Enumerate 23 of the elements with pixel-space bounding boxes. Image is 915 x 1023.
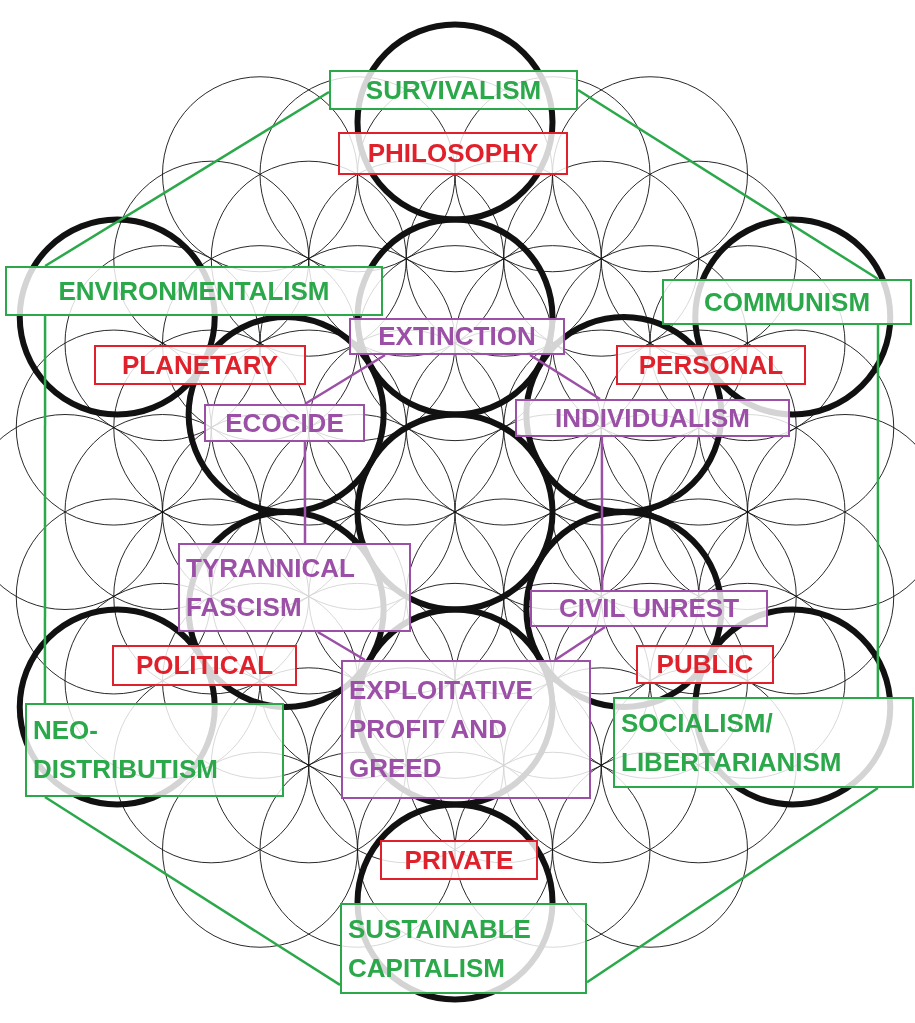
label-box: ECOCIDE <box>204 404 365 442</box>
label-box: EXTINCTION <box>349 318 565 355</box>
connector-line <box>586 786 879 984</box>
label-box: COMMUNISM <box>662 279 912 325</box>
label-box: TYRANNICAL FASCISM <box>178 543 411 632</box>
label-box: POLITICAL <box>112 645 297 686</box>
label-box: ENVIRONMENTALISM <box>5 266 383 316</box>
label-box: INDIVIDUALISM <box>515 399 790 437</box>
label-box: PUBLIC <box>636 645 774 684</box>
label-box: SURVIVALISM <box>329 70 578 110</box>
label-box: SUSTAINABLE CAPITALISM <box>340 903 587 994</box>
connector-line <box>44 795 341 986</box>
label-box: PLANETARY <box>94 345 306 385</box>
connector-line <box>303 442 307 543</box>
connector-line <box>43 316 47 703</box>
label-box: PRIVATE <box>380 840 538 880</box>
label-box: PERSONAL <box>616 345 806 385</box>
label-box: EXPLOITATIVE PROFIT AND GREED <box>341 660 591 799</box>
label-box: SOCIALISM/ LIBERTARIANISM <box>613 697 914 788</box>
label-box: NEO- DISTRIBUTISM <box>25 703 284 797</box>
label-box: CIVIL UNREST <box>530 590 768 627</box>
connector-line <box>876 325 880 697</box>
label-box: PHILOSOPHY <box>338 132 568 175</box>
